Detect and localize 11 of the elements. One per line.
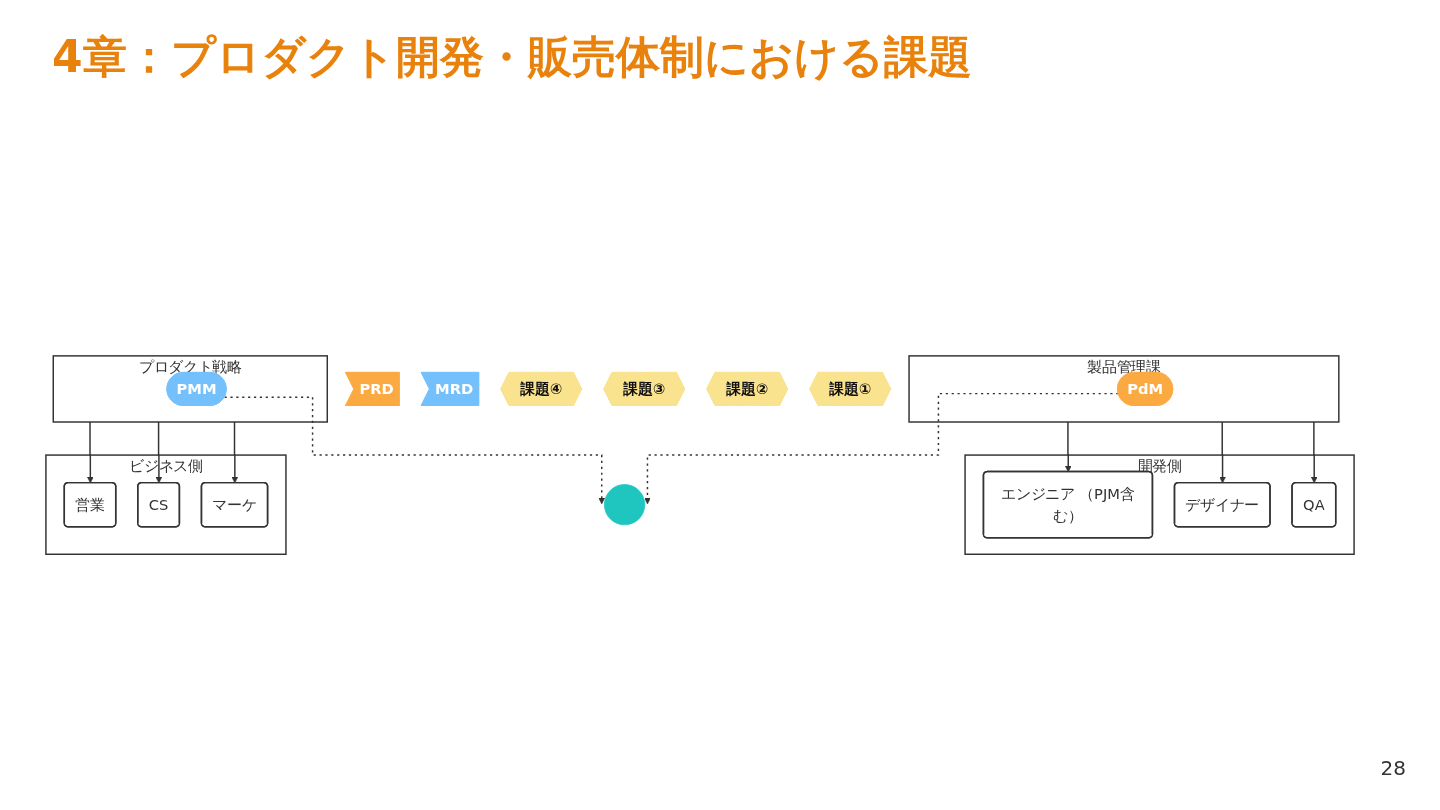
arrow: [87, 421, 94, 484]
arrow: [644, 392, 1120, 505]
arrow: [1065, 421, 1072, 473]
arrow: [155, 421, 163, 484]
arrow: [223, 396, 605, 505]
slide-title: 4章：プロダクト開発・販売体制における課題: [52, 30, 972, 84]
arrow: [1310, 421, 1318, 484]
page-number: 28: [1380, 756, 1406, 780]
node-circle: [604, 484, 646, 526]
arrow: [1219, 421, 1226, 484]
arrow: [231, 421, 239, 484]
